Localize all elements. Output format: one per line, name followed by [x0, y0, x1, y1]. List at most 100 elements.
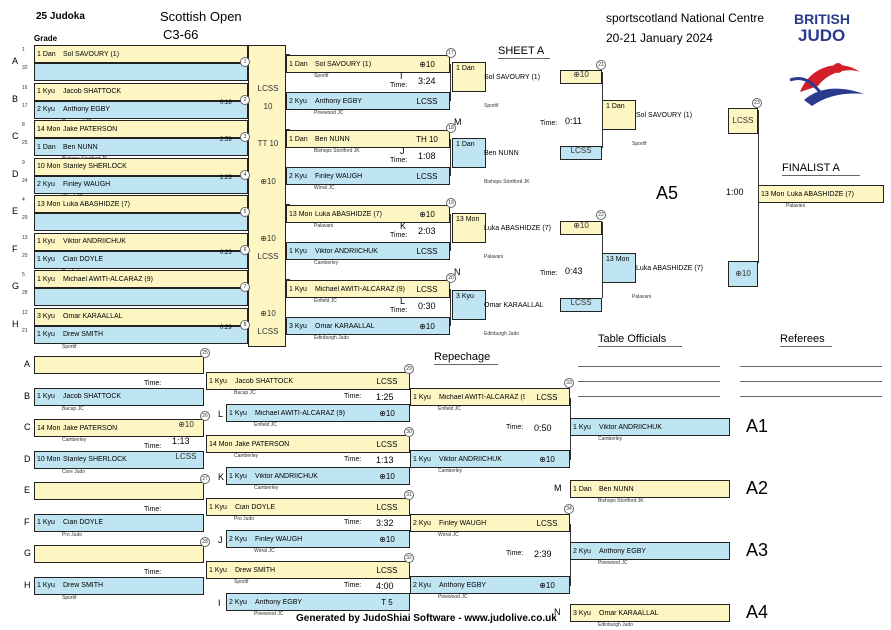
competitor-name: Drew SMITH	[63, 582, 104, 589]
club-name: Palavani	[786, 203, 806, 209]
repechage-label: Repechage	[434, 351, 491, 363]
competitor-name: Ben NUNN	[484, 150, 519, 157]
grade: 1 Kyu	[37, 238, 55, 245]
competitor-name: Stanley SHERLOCK	[63, 163, 127, 170]
draw-number: 20	[22, 252, 28, 259]
competitor-box: 1 Dan	[602, 100, 636, 130]
match-time: 0:18	[220, 99, 232, 106]
grade: 1 Dan	[573, 485, 592, 493]
competitor-name: Sol SAVOURY (1)	[484, 74, 541, 81]
grade: 2 Kyu	[229, 598, 247, 606]
score: LCSS	[416, 284, 438, 294]
competitor-box: 1 Dan	[452, 62, 486, 92]
competitor-name: Finley WAUGH	[255, 535, 303, 543]
placing-label: A1	[746, 416, 769, 436]
match-score	[250, 160, 286, 174]
competitor-box: 13 Mon	[452, 213, 486, 243]
match-number: 34	[564, 504, 574, 514]
event-title: Scottish Open	[160, 9, 242, 24]
score: ⊕10	[419, 321, 435, 331]
grade: 3 Kyu	[573, 609, 591, 617]
match-number: 31	[404, 490, 414, 500]
competitor-name: Luka ABASHIDZE (7)	[63, 200, 130, 208]
competitor-name: Drew SMITH	[235, 566, 276, 574]
match-number: 2	[240, 94, 250, 105]
competitor-name: Sol SAVOURY (1)	[315, 60, 372, 68]
draw-number: 9	[22, 159, 25, 166]
club-name: Camberley	[314, 260, 339, 266]
grade: 2 Kyu	[573, 547, 591, 555]
bracket-line	[286, 279, 290, 280]
match-marker: N	[554, 607, 561, 617]
club-name: Edinburgh Judo	[598, 622, 634, 628]
club-name: Wirral JC	[254, 548, 275, 554]
match-number: 6	[240, 244, 250, 255]
official-line	[578, 366, 720, 367]
table-officials-underline	[598, 346, 682, 347]
draw-number: 17	[22, 102, 28, 109]
competitor-name: Michael AWITI-ALCARAZ (9)	[315, 285, 405, 293]
competitor-name: Jake PATERSON	[63, 424, 118, 432]
club-name: Sportif	[62, 343, 77, 350]
club-name: Sportif	[484, 103, 499, 109]
competitor-name: Luka ABASHIDZE (7)	[787, 190, 854, 198]
score: LCSS	[416, 96, 438, 106]
grade: 1 Kyu	[37, 519, 55, 526]
draw-number: 1	[22, 47, 25, 53]
grade: 1 Kyu	[229, 472, 247, 480]
grade: 13 Mon	[289, 210, 313, 218]
score: ⊕10	[379, 534, 395, 544]
score: ⊕10	[539, 580, 555, 590]
grade: 13 Mon	[37, 200, 61, 208]
grade: 1 Kyu	[37, 256, 55, 263]
pool-letter: E	[24, 485, 31, 495]
club-name: Pinewood JC	[438, 594, 468, 600]
event-dates: 20-21 January 2024	[606, 31, 713, 45]
club-name: Wirral JC	[438, 532, 459, 538]
time-label: Time:	[390, 232, 408, 239]
match-number: 5	[240, 207, 250, 217]
draw-number: 21	[22, 327, 28, 334]
competitor-name: Omar KARAALLAL	[315, 322, 375, 330]
score: LCSS	[536, 518, 558, 528]
match-number: 22	[596, 210, 606, 220]
match-score	[250, 215, 286, 229]
club-name: Bishops Stortford JK	[314, 148, 360, 154]
pool-letter: A	[24, 359, 31, 369]
competitor-name: Finley WAUGH	[63, 181, 111, 188]
competitor-name: Sol SAVOURY (1)	[63, 50, 120, 58]
score: LCSS	[376, 565, 398, 575]
match-time: 0:50	[534, 423, 552, 433]
match-score	[250, 197, 286, 211]
pool-letter: H	[24, 579, 31, 590]
score: T 5	[381, 597, 393, 607]
grade: 2 Kyu	[413, 581, 431, 589]
time-label: Time:	[506, 424, 524, 431]
competitor-name: Omar KARAALLAL	[63, 313, 123, 320]
score: LCSS	[376, 376, 398, 386]
match-number: 8	[240, 319, 250, 330]
club-name: Edinburgh Judo	[484, 331, 520, 337]
match-score: ⊕10	[178, 420, 194, 429]
official-line	[578, 396, 720, 397]
club-name: Sportif	[234, 579, 249, 585]
competitor-name: Drew SMITH	[63, 331, 104, 338]
competitor-name: Anthony EGBY	[63, 106, 111, 113]
grade: 1 Kyu	[209, 503, 227, 511]
bracket-line	[450, 139, 451, 176]
club-name: Sportif	[632, 141, 647, 147]
match-score: ⊕10	[728, 261, 758, 287]
time-label: Time:	[344, 456, 362, 463]
match-score	[250, 47, 286, 61]
bracket-line	[286, 204, 290, 205]
